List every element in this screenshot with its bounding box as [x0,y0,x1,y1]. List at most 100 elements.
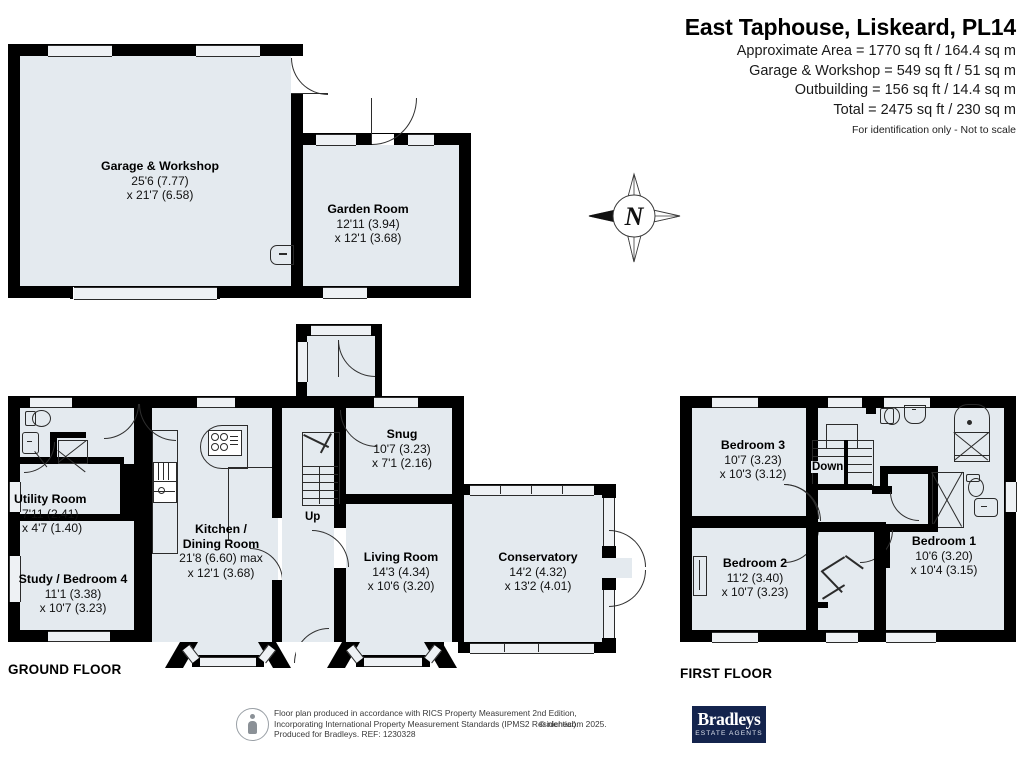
page-title: East Taphouse, Liskeard, PL14 [684,14,1016,40]
rics-person-icon [236,708,269,741]
stair-up-label: Up [305,511,321,523]
conservatory-fill [464,494,608,642]
ff-window-top-1 [712,397,758,408]
room-label-bed1: Bedroom 1 10'6 (3.20) x 10'4 (3.15) [880,534,1008,578]
study-name: Study / Bedroom 4 [18,572,128,586]
kitchen-dim-1: 21'8 (6.60) max [179,551,263,566]
snug-dim-1: 10'7 (3.23) [373,441,431,456]
room-label-bed2: Bedroom 2 11'2 (3.40) x 10'7 (3.23) [690,556,820,600]
ff-bathroom-left-wall [928,466,938,524]
study-dim-1: 11'1 (3.38) [44,586,102,601]
snug-dim-2: x 7'1 (2.16) [371,456,433,471]
front-door-gap [296,642,326,664]
living-bay-window [364,657,422,667]
kitchen-right-wall-upper [272,408,282,518]
kitchen-left-wall [139,396,153,642]
footer-line-3: Produced for Bradleys. REF: 1230328 [274,729,416,740]
kitchen-nib-wall-2 [272,586,282,596]
bradleys-logo-name: Bradleys [697,709,761,729]
footer-copyright: © nichecom 2025. [539,718,607,729]
snug-name: Snug [386,427,418,441]
garage-window-top-1 [48,45,112,57]
bed2-radiator-icon [693,556,707,596]
garage-window-top-2 [196,45,260,57]
left-wing-window-top [30,397,72,408]
hob-ring-2 [220,433,228,441]
conservatory-mullion-5 [538,643,539,652]
kitchen-hob-2-icon [153,462,177,482]
conservatory-mullion-2 [531,485,532,494]
conservatory-mullion-4 [504,643,505,652]
hob-ring-4 [220,443,228,451]
kitchen-right-wall-lower [272,585,282,642]
garage-main-door[interactable] [74,287,217,300]
room-label-bed3: Bedroom 3 10'7 (3.23) x 10'3 (3.12) [690,438,816,482]
conservatory-door-threshold [608,558,632,578]
porch-door-leaf [338,340,340,377]
stair-direction-arrow [319,466,321,504]
living-name: Living Room [363,550,439,564]
bed3-dim-1: 10'7 (3.23) [724,452,782,467]
garden-room-dim-1: 12'11 (3.94) [336,216,400,231]
garden-room-window-bottom [323,287,367,299]
garden-room-fill [303,145,459,286]
bed2-name: Bedroom 2 [722,556,788,570]
hall-top-wall [278,396,340,408]
garage-door-jamb-right [217,286,220,299]
garage-door-leaf [291,93,328,95]
ff-basin-icon [904,405,926,424]
garage-fixture [270,245,294,265]
hob-line-1 [158,462,160,480]
snug-window-top [374,397,418,408]
bed1-dim-1: 10'6 (3.20) [915,548,973,563]
study-dim-2: x 10'7 (3.23) [39,601,107,616]
snug-right-wall [452,396,464,496]
garage-dim-1: 25'6 (7.77) [131,173,189,188]
room-label-utility: Utility Room 7'11 (2.41) x 4'7 (1.40) [14,492,124,536]
disclaimer-note: For identification only - Not to scale [852,124,1016,136]
ff-stair-tread-2 [812,456,872,457]
room-label-snug: Snug 10'7 (3.23) x 7'1 (2.16) [340,427,464,471]
ff-window-bottom-3 [886,632,936,643]
header-block: East Taphouse, Liskeard, PL14 Approximat… [685,12,1016,138]
conservatory-dim-2: x 13'2 (4.01) [504,579,572,594]
ff-centre-right-wall [874,522,886,642]
garage-fixture-line [279,253,287,255]
ff-basin2-tap-icon [981,506,987,508]
garden-room-name: Garden Room [327,202,409,216]
wc-partition-wall-h2 [50,432,86,438]
compass-north-label: N [624,202,645,231]
porch-window-left [297,342,308,382]
ground-floor-label: GROUND FLOOR [8,662,122,677]
garage-dim-2: x 21'7 (6.58) [126,188,194,203]
ff-bathroom-bottom-wall [888,524,938,532]
kitchen-counter-right [228,467,279,540]
conservatory-corner-br [602,638,616,653]
utility-window-left [9,482,21,512]
footer-line-1: Floor plan produced in accordance with R… [274,708,577,718]
garage-room-fill [20,56,291,286]
ff-stair-stringer [844,440,848,486]
sink-drain-icon [158,487,165,494]
hob-control-2 [230,440,238,441]
conservatory-corner-tr [602,484,616,498]
living-dim-1: 14'3 (4.34) [372,564,430,579]
garage-name: Garage & Workshop [101,159,219,173]
garden-room-door-leaf [371,98,373,144]
utility-side-wall [120,464,138,516]
kitchen-range-surround [200,425,248,469]
hob-line-3 [168,462,170,480]
hob-line-2 [163,462,165,480]
staircase-icon [302,432,340,506]
bed2-radiator-line [699,560,700,590]
ff-bathroom-top-wall [880,466,938,474]
ff-bathroom-wall-v [880,466,888,492]
ff-window-right [1005,482,1017,512]
room-label-study: Study / Bedroom 4 11'1 (3.38) x 10'7 (3.… [8,572,138,616]
kitchen-bay-window [200,657,256,667]
ff-shower-head-icon [967,420,972,425]
bradleys-logo: Bradleys ESTATE AGENTS [692,706,766,743]
hob-ring-1 [211,433,219,441]
bed3-dim-2: x 10'3 (3.12) [719,467,787,482]
